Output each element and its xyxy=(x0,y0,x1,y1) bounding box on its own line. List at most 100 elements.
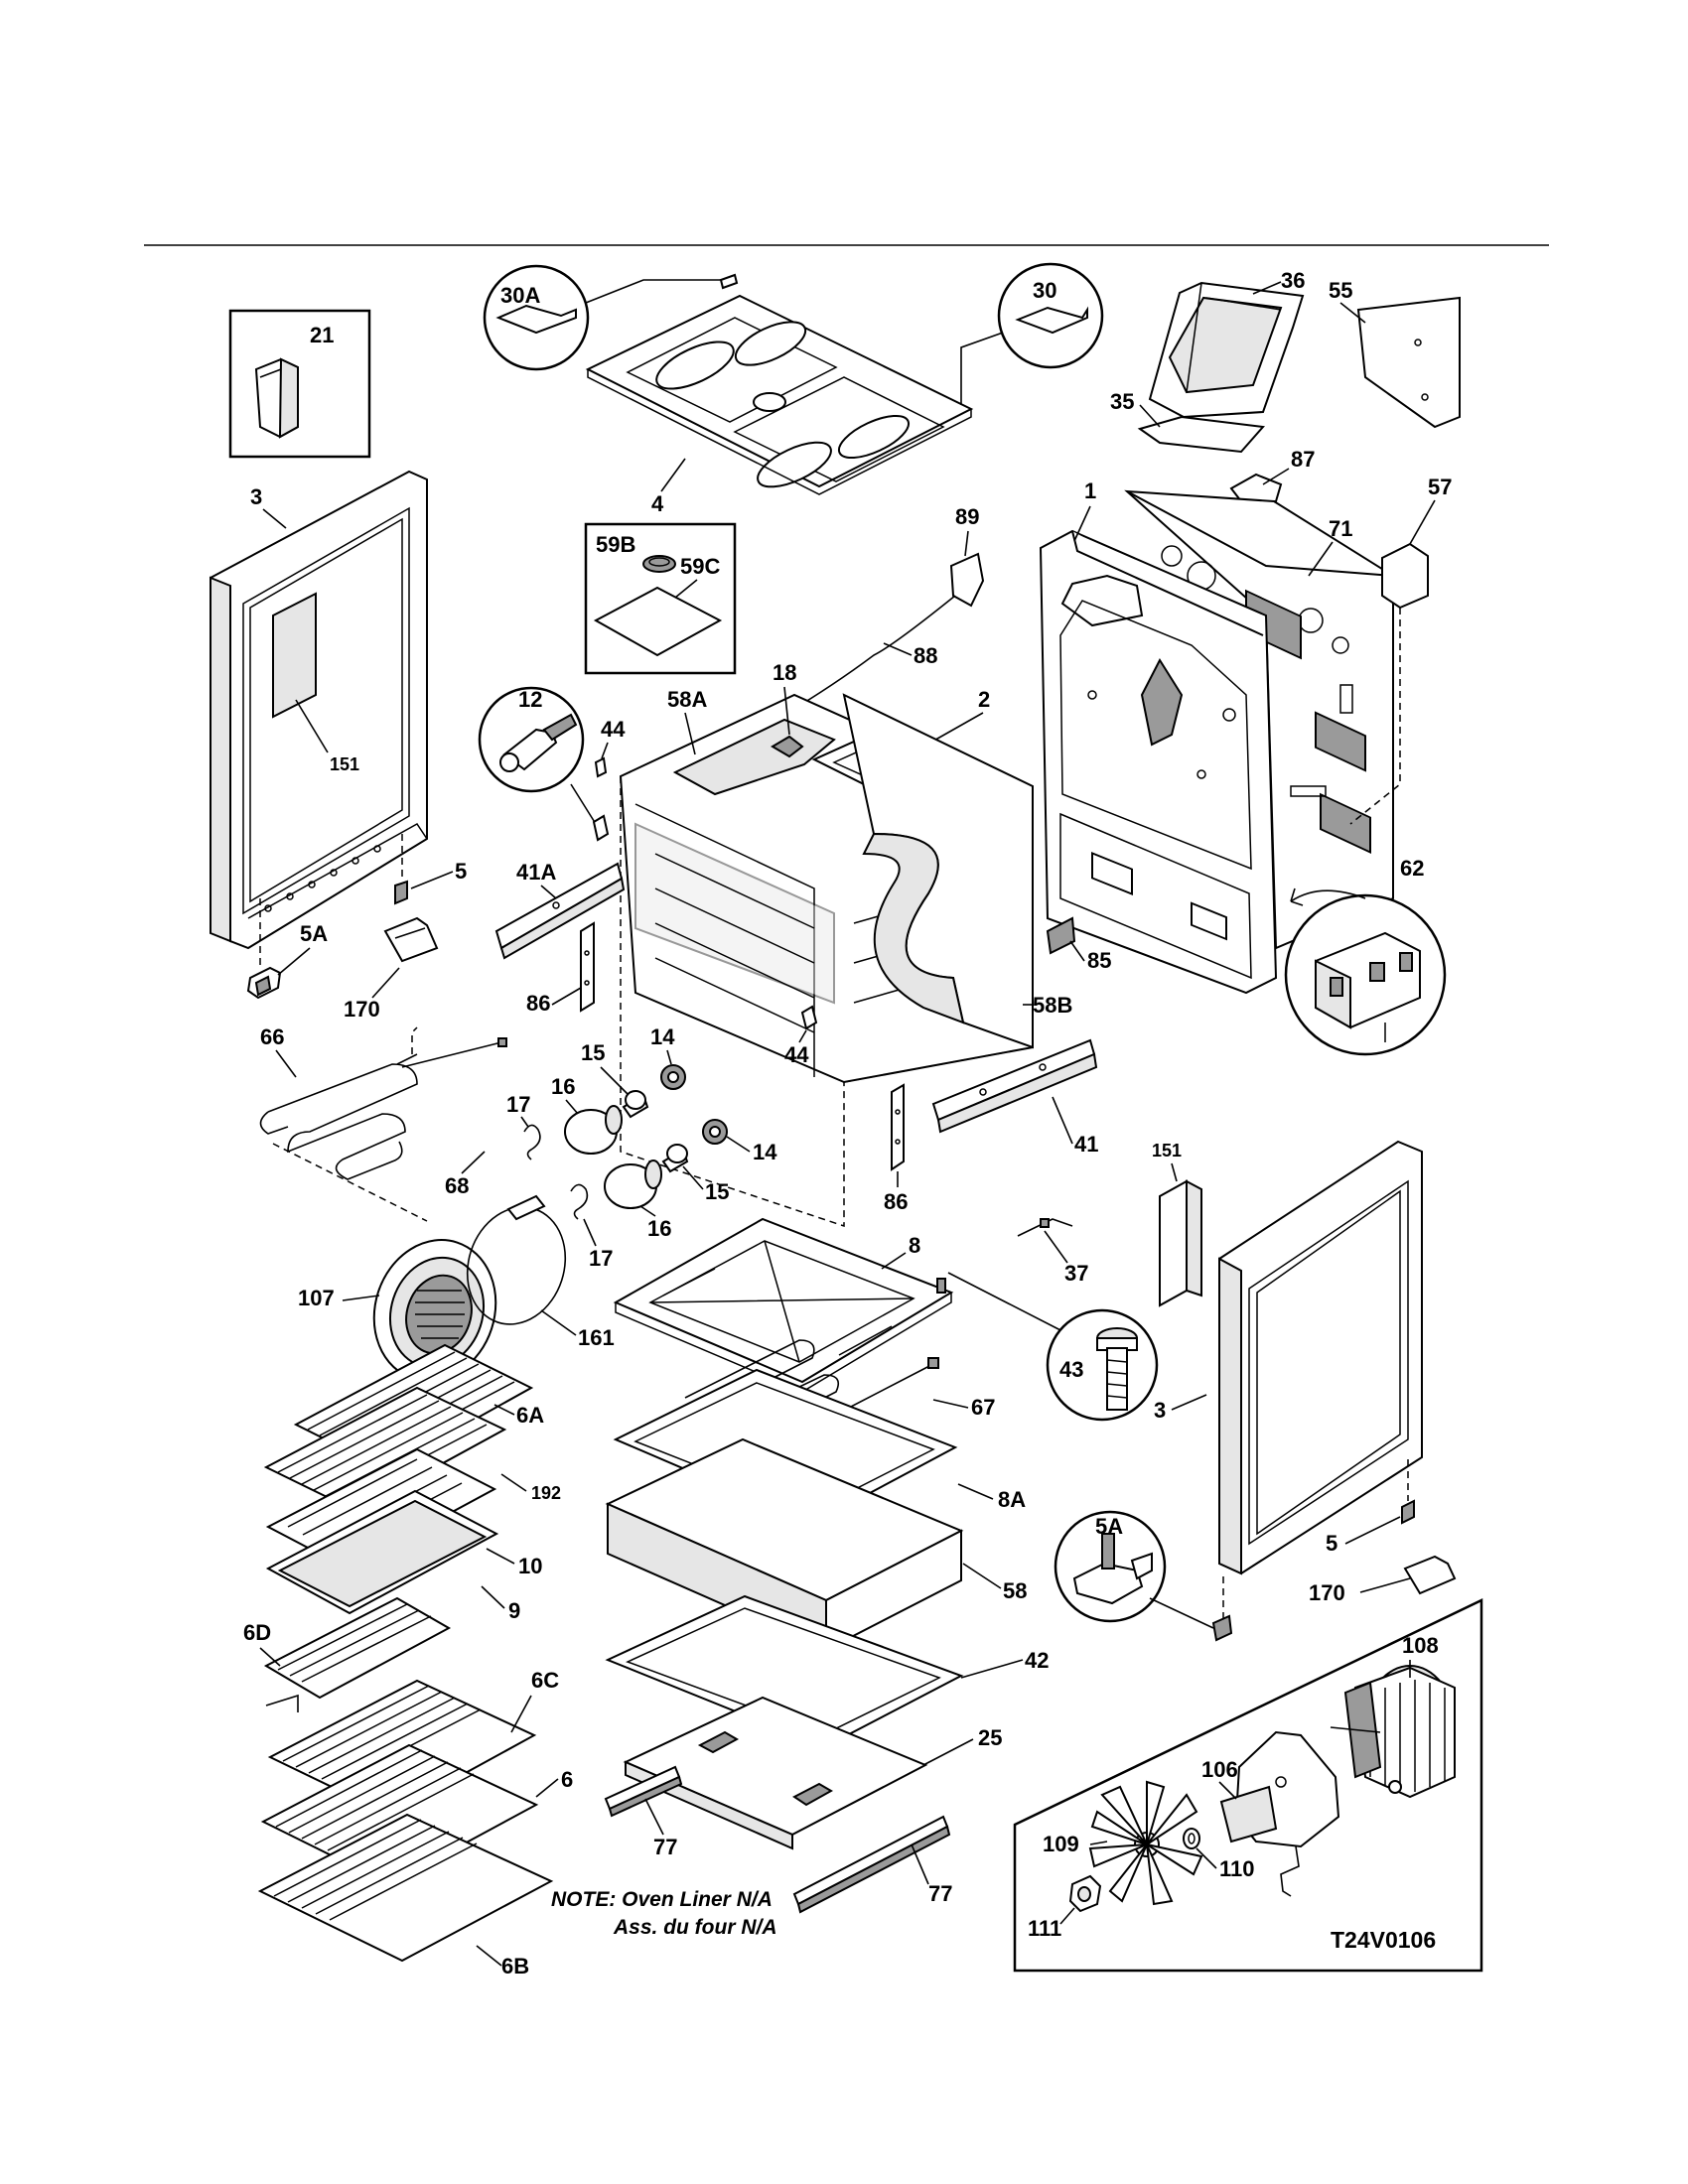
part-8-oven-bottom xyxy=(613,1217,954,1393)
part-3-left-side-panel xyxy=(209,470,429,950)
label-86-right: 86 xyxy=(884,1189,908,1214)
part-66-broil-element xyxy=(259,1026,507,1222)
label-43: 43 xyxy=(1059,1357,1083,1382)
label-77-right: 77 xyxy=(928,1881,952,1906)
label-59C: 59C xyxy=(680,554,720,579)
part-71-back-panel xyxy=(1124,489,1394,950)
label-85: 85 xyxy=(1087,948,1111,973)
label-8: 8 xyxy=(909,1233,920,1258)
label-3-left: 3 xyxy=(250,484,262,509)
part-25-drawer-bottom xyxy=(623,1696,928,1850)
label-5A-left: 5A xyxy=(300,921,328,946)
label-110: 110 xyxy=(1219,1856,1255,1881)
label-25: 25 xyxy=(978,1725,1002,1750)
label-1: 1 xyxy=(1084,478,1096,503)
part-41A-rail-left xyxy=(494,862,626,960)
label-35: 35 xyxy=(1110,389,1134,414)
label-44-lower: 44 xyxy=(784,1042,809,1067)
label-42: 42 xyxy=(1025,1648,1049,1673)
label-86-left: 86 xyxy=(526,991,550,1016)
label-5-right: 5 xyxy=(1326,1531,1337,1556)
part-14-socket-lower xyxy=(702,1119,728,1145)
label-4: 4 xyxy=(651,491,664,516)
label-106: 106 xyxy=(1201,1757,1238,1782)
note-oven-liner: NOTE: Oven Liner N/A xyxy=(551,1888,773,1911)
label-8A: 8A xyxy=(998,1487,1026,1512)
label-71: 71 xyxy=(1329,516,1352,541)
label-3-right: 3 xyxy=(1154,1398,1166,1423)
part-14-socket-upper xyxy=(660,1064,686,1090)
part-36-vent-duct xyxy=(1148,281,1305,419)
part-86-rail-right xyxy=(891,1083,905,1171)
label-15-upper: 15 xyxy=(581,1040,605,1065)
part-6D-rack xyxy=(263,1596,452,1712)
part-17-clip-lower xyxy=(570,1183,589,1220)
label-6A: 6A xyxy=(516,1403,544,1428)
label-67: 67 xyxy=(971,1395,995,1420)
part-85-terminal-block xyxy=(1046,916,1076,955)
label-192: 192 xyxy=(531,1483,561,1503)
part-111-fan-nut xyxy=(1068,1874,1102,1913)
part-77-drawer-glide-left xyxy=(604,1765,683,1818)
part-4-top-panel xyxy=(585,294,974,495)
label-30A: 30A xyxy=(500,283,540,308)
part-89-88-wire-sensor xyxy=(783,552,985,716)
part-41-rail-right xyxy=(931,1038,1098,1134)
part-110-washer xyxy=(1183,1828,1200,1849)
part-5-screw-left xyxy=(394,834,408,905)
part-21-insert-box xyxy=(228,309,371,459)
part-6B-rack xyxy=(257,1813,554,1963)
label-10: 10 xyxy=(518,1554,542,1578)
part-109-fan-blade xyxy=(1088,1780,1203,1906)
callout-43 xyxy=(1046,1308,1159,1422)
label-16-upper: 16 xyxy=(551,1074,575,1099)
label-58: 58 xyxy=(1003,1578,1027,1603)
part-16-lens-upper xyxy=(564,1105,623,1155)
label-17-lower: 17 xyxy=(589,1246,613,1271)
part-35-duct-base xyxy=(1137,415,1266,454)
label-109: 109 xyxy=(1043,1832,1079,1856)
label-59B: 59B xyxy=(596,532,635,557)
label-111: 111 xyxy=(1028,1916,1061,1941)
label-151-left: 151 xyxy=(330,754,359,774)
label-77-left: 77 xyxy=(653,1835,677,1859)
part-3-right-side-panel xyxy=(1218,1140,1423,1575)
label-37: 37 xyxy=(1064,1261,1088,1286)
part-1-rear-frame xyxy=(1039,529,1278,995)
label-57: 57 xyxy=(1428,475,1452,499)
part-5A-leveler-left xyxy=(246,898,282,1000)
convection-fan-assembly-box xyxy=(1013,1598,1483,1973)
label-161: 161 xyxy=(578,1325,615,1350)
part-37-wire xyxy=(1017,1218,1073,1237)
label-58A: 58A xyxy=(667,687,707,712)
label-14-upper: 14 xyxy=(650,1024,675,1049)
part-77-drawer-glide-right xyxy=(792,1815,951,1914)
label-41: 41 xyxy=(1074,1132,1098,1157)
part-59B-59C-box xyxy=(584,522,737,675)
part-9-broiler-pan xyxy=(265,1489,499,1615)
label-6B: 6B xyxy=(501,1954,529,1979)
part-43-screw xyxy=(936,1272,1065,1333)
callout-12 xyxy=(478,686,585,793)
part-106-fan-bracket xyxy=(1219,1730,1340,1897)
label-36: 36 xyxy=(1281,268,1305,293)
label-89: 89 xyxy=(955,504,979,529)
part-108-fan-motor xyxy=(1330,1665,1456,1799)
part-17-clip-upper xyxy=(523,1124,541,1160)
label-58B: 58B xyxy=(1033,993,1072,1018)
label-170-right: 170 xyxy=(1309,1580,1345,1605)
label-30: 30 xyxy=(1033,278,1056,303)
part-170-bracket-left xyxy=(383,916,439,963)
label-108: 108 xyxy=(1402,1633,1439,1658)
label-21: 21 xyxy=(310,323,334,347)
part-15-bulb-upper xyxy=(622,1090,649,1119)
label-151-right: 151 xyxy=(1152,1141,1182,1160)
drawing-code: T24V0106 xyxy=(1331,1927,1436,1953)
part-5-screw-right xyxy=(1401,1459,1415,1525)
label-6D: 6D xyxy=(243,1620,271,1645)
label-41A: 41A xyxy=(516,860,556,885)
part-170-bracket-right xyxy=(1403,1555,1457,1595)
label-44-top: 44 xyxy=(601,717,626,742)
part-58B-side-insulation xyxy=(842,693,1034,1049)
